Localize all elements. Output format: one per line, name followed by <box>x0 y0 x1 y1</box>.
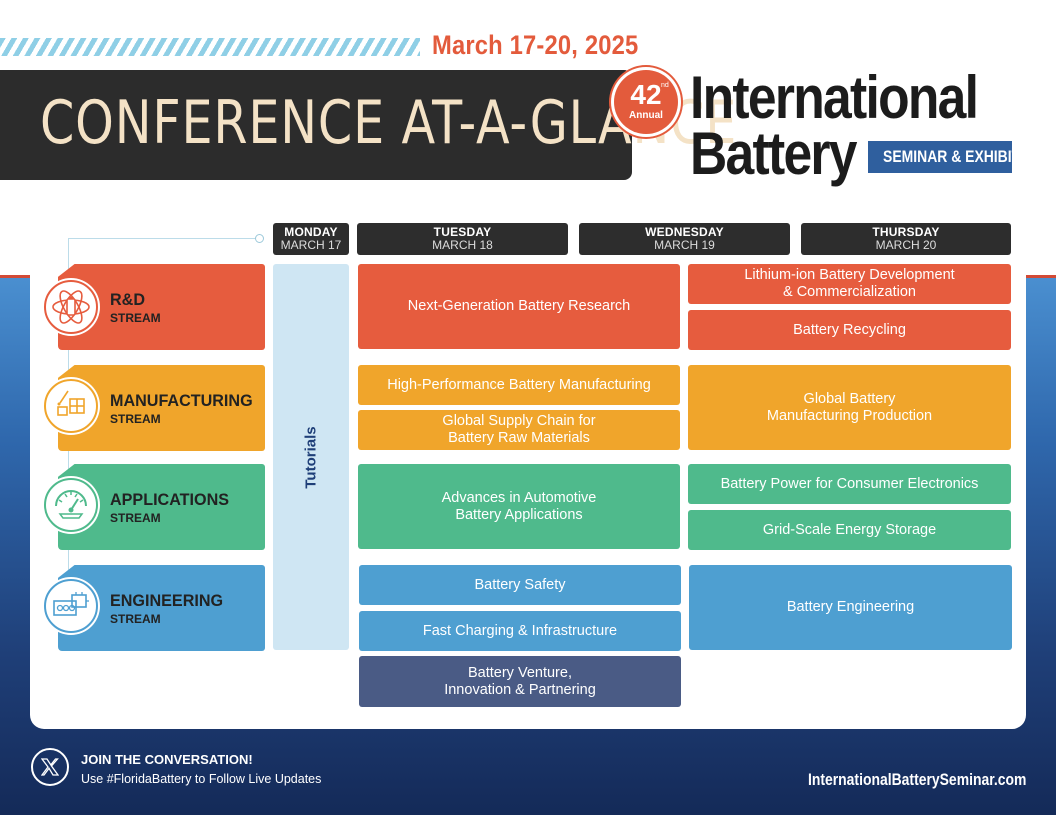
day-name: MONDAY <box>284 225 338 239</box>
day-date: MARCH 19 <box>654 238 715 252</box>
stream-sub: STREAM <box>110 612 161 626</box>
stream-name: R&D <box>110 290 146 309</box>
session-title: Battery Recycling <box>793 321 906 338</box>
session-title: Battery Engineering <box>786 599 915 615</box>
session-title-line1: Battery Venture, <box>468 664 572 681</box>
tutorials-column <box>273 264 349 650</box>
session-supply-chain: Global Supply Chain for Battery Raw Mate… <box>358 410 680 450</box>
day-date: MARCH 20 <box>875 238 937 252</box>
day-date: MARCH 17 <box>280 238 342 252</box>
stream-sub: STREAM <box>110 412 161 426</box>
session-battery-recycling: Battery Recycling <box>688 310 1011 350</box>
session-consumer-electronics: Battery Power for Consumer Electronics <box>688 464 1011 504</box>
event-dates: March 17-20, 2025 <box>432 30 639 60</box>
timeline-dot <box>255 234 264 243</box>
day-header-thursday: THURSDAY MARCH 20 <box>801 223 1011 255</box>
session-title-line2: & Commercialization <box>783 284 916 300</box>
session-battery-engineering: Battery Engineering <box>689 565 1012 650</box>
day-name: WEDNESDAY <box>645 225 724 239</box>
day-name: TUESDAY <box>433 225 492 239</box>
session-li-ion-development: Lithium-ion Battery Development & Commer… <box>688 264 1011 304</box>
tutorials-label-wrap: Tutorials <box>273 264 349 650</box>
brand-tag-text: SEMINAR & EXHIBIT <box>883 147 1012 166</box>
website-link[interactable]: InternationalBatterySeminar.com <box>807 770 1026 789</box>
session-venture-innovation: Battery Venture, Innovation & Partnering <box>359 656 681 707</box>
session-title: Fast Charging & Infrastructure <box>422 622 618 639</box>
day-header-wednesday: WEDNESDAY MARCH 19 <box>579 223 790 255</box>
session-title-line1: Global Battery <box>803 390 896 407</box>
session-title-line1: Lithium-ion Battery Development <box>744 267 955 283</box>
join-conversation: JOIN THE CONVERSATION! <box>81 752 253 767</box>
stream-sub: STREAM <box>110 311 161 325</box>
tutorials-label: Tutorials <box>302 425 320 489</box>
session-title-line2: Manufacturing Production <box>766 407 933 424</box>
session-high-performance-mfg: High-Performance Battery Manufacturing <box>358 365 680 405</box>
session-battery-safety: Battery Safety <box>359 565 681 605</box>
session-title-line1: Global Supply Chain for <box>442 413 596 429</box>
stream-rd: R&D STREAM <box>58 264 265 350</box>
stream-name: APPLICATIONS <box>110 490 230 509</box>
stream-name: MANUFACTURING <box>110 391 253 410</box>
battery-boxes-icon <box>42 377 100 435</box>
anniversary-seal: 42 nd Annual <box>614 70 678 134</box>
session-fast-charging: Fast Charging & Infrastructure <box>359 611 681 651</box>
day-header-monday: MONDAY MARCH 17 <box>273 223 349 255</box>
session-title-line2: Battery Raw Materials <box>448 430 590 446</box>
session-grid-storage: Grid-Scale Energy Storage <box>688 510 1011 550</box>
brand-line-2: Battery <box>690 120 857 187</box>
atom-battery-icon <box>42 278 100 336</box>
session-title-line2: Battery Applications <box>455 506 583 523</box>
session-title-line1: Advances in Automotive <box>441 489 597 506</box>
hashtag-text: Use #FloridaBattery to Follow Live Updat… <box>81 772 322 786</box>
day-header-tuesday: TUESDAY MARCH 18 <box>357 223 568 255</box>
session-title: Grid-Scale Energy Storage <box>762 521 937 538</box>
day-date: MARCH 18 <box>432 238 493 252</box>
brand-line-1: International <box>690 64 979 131</box>
session-global-mfg-production: Global Battery Manufacturing Production <box>688 365 1011 450</box>
seal-suffix: nd <box>661 82 669 89</box>
x-logo-icon[interactable] <box>31 748 69 786</box>
decorative-stripes <box>0 38 420 56</box>
session-title: Battery Safety <box>474 576 566 593</box>
session-next-gen-research: Next-Generation Battery Research <box>358 264 680 349</box>
timeline-connector <box>68 238 258 239</box>
seal-number: 42 <box>630 79 662 110</box>
session-automotive-applications: Advances in Automotive Battery Applicati… <box>358 464 680 549</box>
session-title-line2: Innovation & Partnering <box>444 681 596 698</box>
gauge-icon <box>42 476 100 534</box>
circuit-battery-icon <box>42 577 100 635</box>
brand-tag: SEMINAR & EXHIBIT <box>868 141 1012 173</box>
stream-name: ENGINEERING <box>110 591 224 610</box>
day-name: THURSDAY <box>872 225 940 239</box>
session-title: High-Performance Battery Manufacturing <box>387 376 651 393</box>
session-title: Battery Power for Consumer Electronics <box>720 475 979 492</box>
title-bar <box>0 70 632 180</box>
stream-sub: STREAM <box>110 511 161 525</box>
seal-label: Annual <box>629 110 663 121</box>
session-title: Next-Generation Battery Research <box>407 298 631 314</box>
